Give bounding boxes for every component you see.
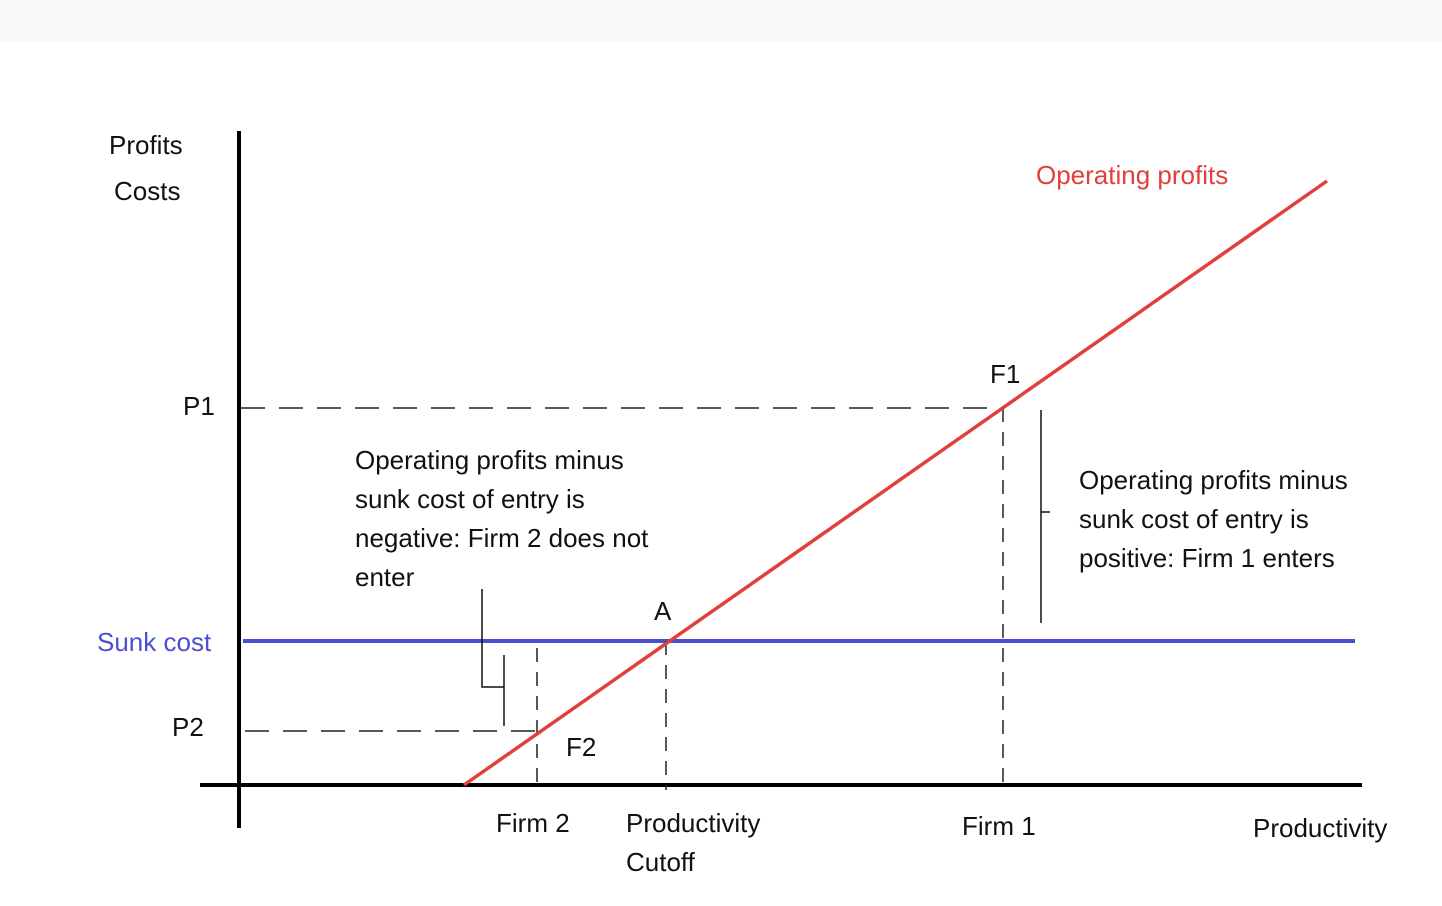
operating-profits-line [462,179,1329,787]
x-tick-firm2: Firm 2 [496,808,570,838]
p1-label: P1 [183,391,215,421]
point-f2-label: F2 [566,732,597,762]
sunk-cost-label: Sunk cost [97,627,212,657]
point-f1-label: F1 [990,359,1021,389]
x-tick-firm1: Firm 1 [962,811,1036,841]
x-tick-cutoff-line2: Cutoff [626,847,695,877]
p2-label: P2 [172,712,204,742]
operating-profits-label: Operating profits [1036,160,1229,190]
point-a-label: A [654,596,672,626]
y-axis-label-costs: Costs [114,176,181,206]
x-axis-label: Productivity [1253,813,1388,843]
annotation-positive: Operating profits minus sunk cost of ent… [1079,465,1348,573]
y-axis-label-profits: Profits [109,130,183,160]
annotation-negative: Operating profits minus sunk cost of ent… [355,445,649,592]
x-tick-cutoff-line1: Productivity [626,808,761,838]
top-bar [0,0,1442,42]
firm2-bracket [481,589,504,688]
